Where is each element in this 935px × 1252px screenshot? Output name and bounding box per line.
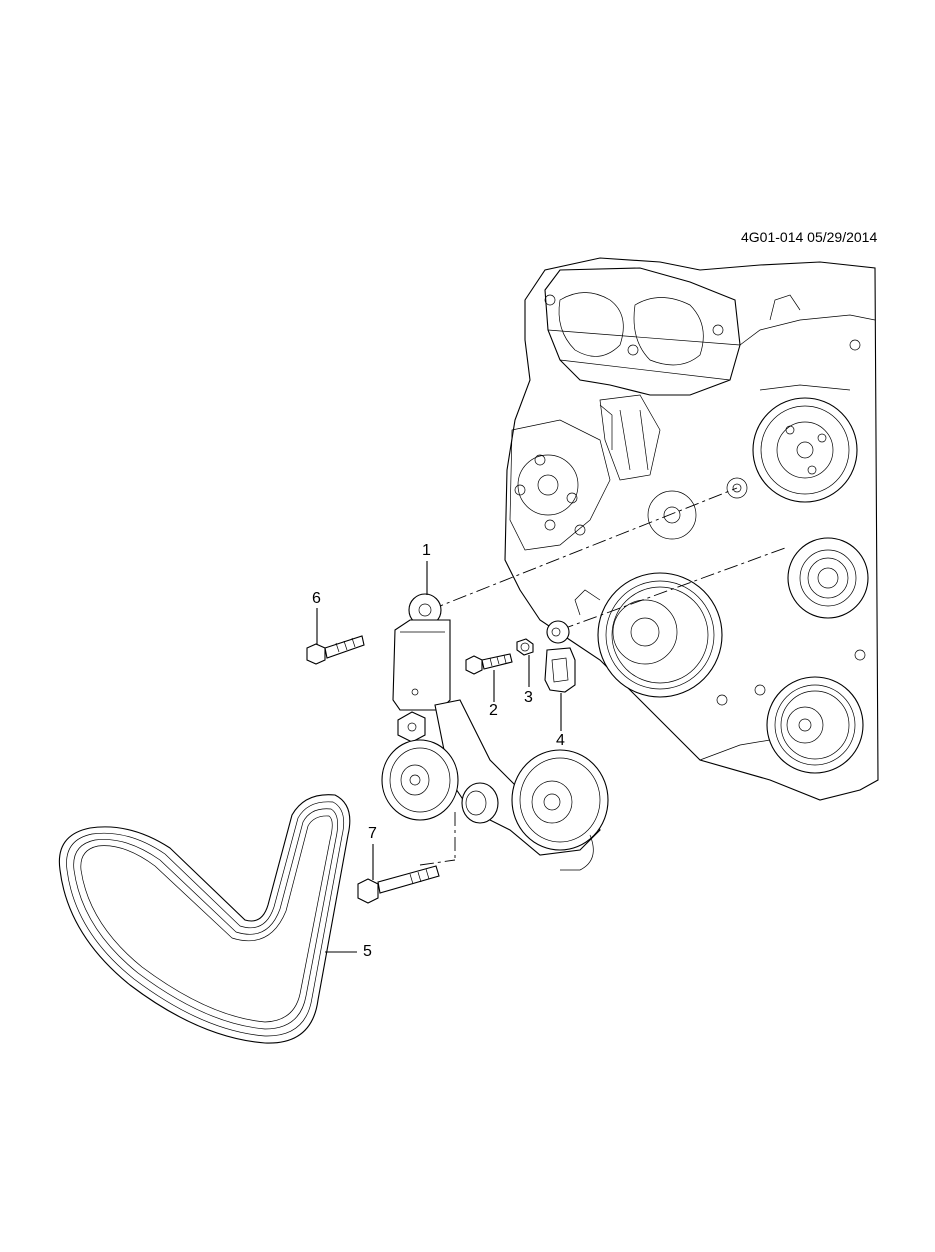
callout-7: 7: [368, 825, 377, 842]
drawing-reference-code: 4G01-014 05/29/2014: [741, 229, 878, 245]
spacer-part-3: [516, 638, 534, 656]
callout-3: 3: [524, 689, 533, 706]
engine-assembly: [504, 257, 879, 801]
drive-belt-part-5: [58, 794, 351, 1044]
bolt-part-2: [465, 653, 513, 675]
callout-5: 5: [363, 943, 372, 960]
callout-2: 2: [489, 702, 498, 719]
belt-tensioner-part: [381, 593, 609, 871]
alignment-lines: [419, 487, 786, 866]
callout-6: 6: [312, 590, 321, 607]
bolt-part-6: [306, 635, 365, 665]
callout-1: 1: [422, 542, 431, 559]
bolt-part-7: [357, 865, 440, 904]
leader-lines: [316, 561, 562, 953]
callout-4: 4: [556, 732, 565, 749]
bracket-part-4: [544, 620, 576, 693]
